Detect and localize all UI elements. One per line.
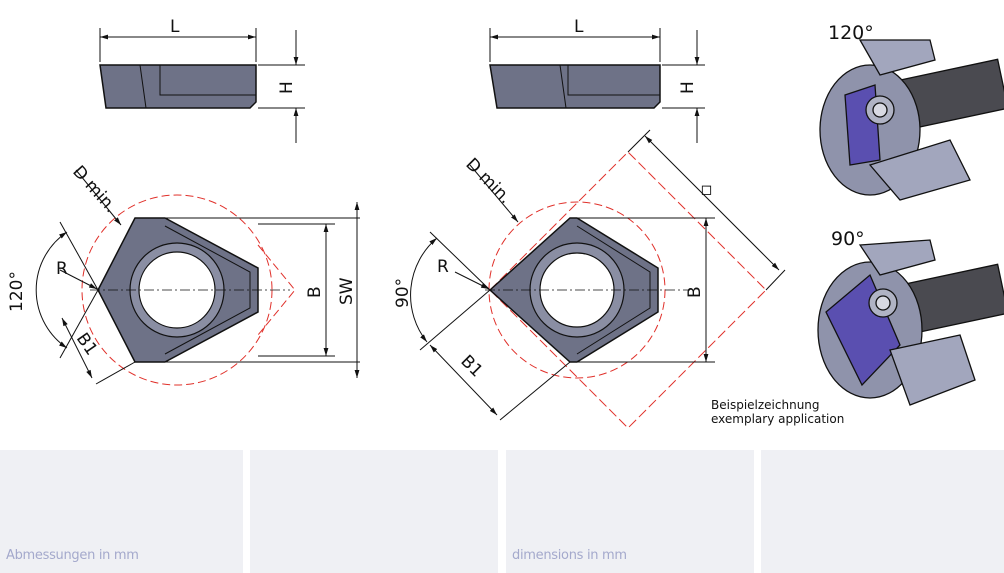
application-90-illustration: [817, 239, 1004, 406]
dim-L-middle: L: [574, 17, 584, 37]
dim-R-left: R: [56, 259, 68, 279]
panel-4: [761, 450, 1004, 573]
panel-label-dimensions-en: dimensions in mm: [512, 548, 627, 563]
dim-B-left: B: [305, 286, 325, 298]
dim-square-middle: ◇: [694, 177, 718, 201]
application-angle-90: 90°: [831, 228, 865, 250]
dim-B-middle: B: [685, 286, 705, 298]
left-top-view: [35, 169, 360, 386]
dim-L-left: L: [170, 17, 180, 37]
application-angle-120: 120°: [828, 22, 874, 44]
dim-R-middle: R: [437, 257, 449, 277]
left-side-view: [99, 28, 305, 143]
panel-1: Abmessungen in mm: [0, 450, 243, 573]
application-120-illustration: [819, 39, 1004, 201]
dim-D-middle: D min.: [461, 154, 515, 208]
dim-H-left: H: [277, 81, 297, 94]
dim-angle-middle: 90°: [393, 278, 413, 308]
dim-D-left: D min.: [68, 162, 120, 217]
dim-B1-left: B1: [72, 329, 101, 359]
dim-H-middle: H: [678, 81, 698, 94]
dim-SW-left: SW: [337, 277, 357, 305]
panel-2: [250, 450, 498, 573]
dim-angle-left: 120°: [7, 271, 27, 312]
technical-drawing: L H B SW 120° R D min. B1: [7, 17, 1004, 429]
application-caption: Beispielzeichnung exemplary application: [711, 398, 844, 426]
caption-english: exemplary application: [711, 412, 845, 426]
panel-3: dimensions in mm: [506, 450, 754, 573]
middle-side-view: [489, 28, 705, 143]
middle-top-view: [410, 129, 786, 429]
panel-label-dimensions-de: Abmessungen in mm: [6, 548, 139, 563]
info-panels: Abmessungen in mm dimensions in mm: [0, 450, 1004, 573]
caption-german: Beispielzeichnung: [711, 398, 820, 412]
